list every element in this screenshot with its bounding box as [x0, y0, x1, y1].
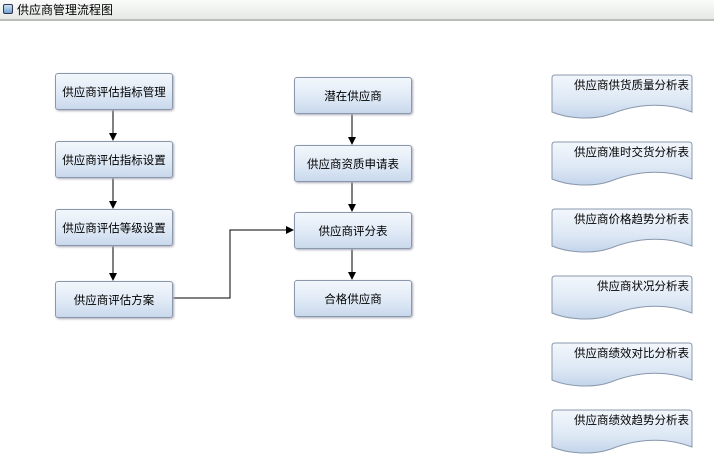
report-label: 供应商供货质量分析表 [574, 78, 689, 92]
report-label: 供应商绩效对比分析表 [574, 346, 689, 360]
document-shape-icon [551, 342, 693, 387]
document-shape-icon [551, 409, 693, 454]
flow-box-potential-supplier[interactable]: 潜在供应商 [294, 77, 412, 114]
flow-box-eval-level-setup[interactable]: 供应商评估等级设置 [55, 209, 173, 246]
report-label: 供应商状况分析表 [597, 279, 689, 293]
document-shape-icon [551, 275, 693, 320]
flow-box-score-sheet[interactable]: 供应商评分表 [294, 212, 412, 249]
page-title: 供应商管理流程图 [17, 3, 114, 17]
window-icon [3, 4, 13, 14]
title-bar: 供应商管理流程图 [0, 0, 714, 21]
flow-box-eval-index-mgmt[interactable]: 供应商评估指标管理 [55, 73, 173, 110]
document-shape-icon [551, 141, 693, 186]
report-doc-5[interactable]: 供应商绩效对比分析表 [551, 342, 693, 388]
flow-box-eval-plan[interactable]: 供应商评估方案 [55, 281, 173, 318]
arrow [172, 226, 294, 299]
flow-box-eval-index-setup[interactable]: 供应商评估指标设置 [55, 141, 173, 178]
flow-box-qualification-form[interactable]: 供应商资质申请表 [294, 145, 412, 182]
document-shape-icon [551, 74, 693, 119]
report-label: 供应商绩效趋势分析表 [574, 413, 689, 427]
report-doc-1[interactable]: 供应商供货质量分析表 [551, 74, 693, 120]
report-doc-6[interactable]: 供应商绩效趋势分析表 [551, 409, 693, 455]
report-doc-2[interactable]: 供应商准时交货分析表 [551, 141, 693, 187]
report-doc-4[interactable]: 供应商状况分析表 [551, 275, 693, 321]
report-label: 供应商准时交货分析表 [574, 145, 689, 159]
flow-box-qualified-supplier[interactable]: 合格供应商 [294, 280, 412, 317]
document-shape-icon [551, 208, 693, 253]
report-label: 供应商价格趋势分析表 [574, 212, 689, 226]
report-doc-3[interactable]: 供应商价格趋势分析表 [551, 208, 693, 254]
